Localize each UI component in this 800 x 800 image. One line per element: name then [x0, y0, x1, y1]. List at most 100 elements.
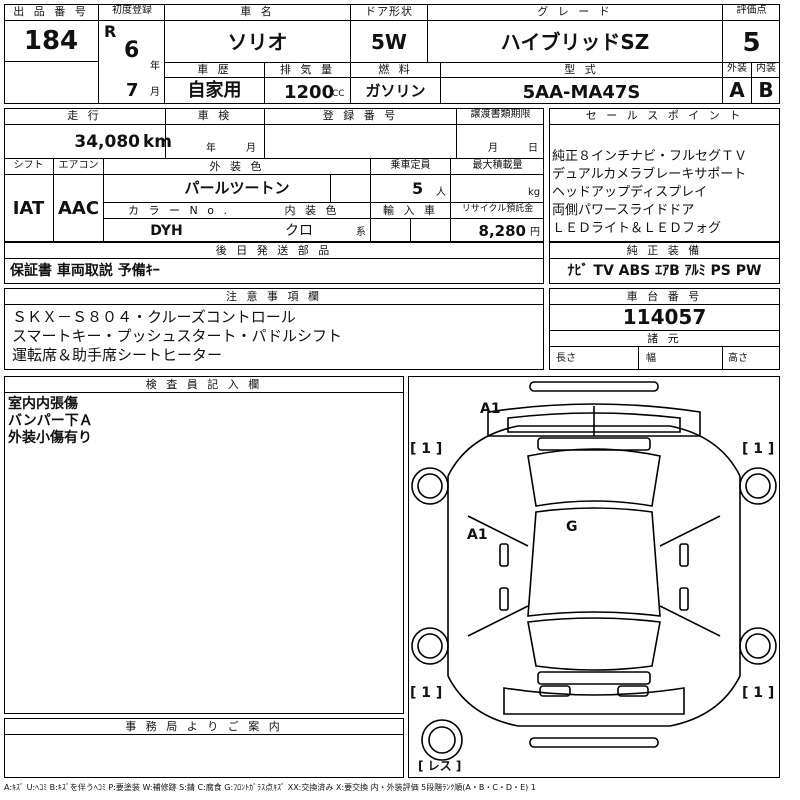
displacement-label: 排 気 量 [280, 63, 335, 76]
sales-point-line: デュアルカメラブレーキサポート [552, 167, 747, 182]
interior-label: 内 装 色 [284, 204, 340, 217]
model-label: 型 式 [564, 63, 599, 76]
ext-label: 外装 [727, 63, 747, 74]
chassis-number: 114057 [622, 305, 707, 329]
inspection-label: 車 検 [197, 109, 233, 122]
capacity: 5 [412, 179, 424, 198]
inspection-month-unit: 月 [246, 143, 256, 154]
score-label: 評価点 [736, 5, 767, 16]
recycle: 8,280 [478, 222, 526, 240]
notes-section [4, 288, 544, 370]
load-label: 最大積載量 [472, 160, 523, 171]
inspector-note-line: 室内内張傷 [8, 396, 78, 412]
car-diagram [411, 381, 777, 761]
history: 自家用 [187, 80, 242, 101]
later-parts-section [4, 242, 544, 284]
mileage: 34,080 [74, 132, 140, 152]
legend: A:ｷｽﾞ U:ﾍｺﾐ B:ｷｽﾞを伴うﾍｺﾐ P:要塗装 W:補修跡 S:錆 … [4, 783, 536, 792]
sales-label: セ ー ル ス ポ イ ン ト [585, 109, 744, 122]
grade-label: グ レ ー ド [537, 5, 613, 18]
int-score: B [758, 78, 774, 102]
inspector-section [4, 376, 404, 714]
color-no: DYH [150, 223, 183, 239]
lot-number: 184 [23, 26, 79, 56]
capacity-unit: 人 [436, 187, 446, 198]
first-reg-label: 初度登録 [112, 5, 152, 16]
length-label: 長さ [556, 353, 576, 364]
door-type: 5W [371, 30, 407, 54]
shift: IAT [12, 198, 45, 219]
shift-label: シフト [13, 160, 44, 171]
door-label: ドア形状 [365, 5, 413, 18]
mileage-unit: km [143, 132, 173, 152]
inspector-note-line: 外装小傷有り [8, 430, 92, 446]
body-color: パールツートン [184, 179, 290, 197]
recycle-label: リサイクル預託金 [461, 204, 534, 214]
notes-lines: ＳＫＸ－Ｓ８０４・クルーズコントロールスマートキー・プッシュスタート・パドルシフ… [12, 308, 540, 365]
ac-label: エアコン [58, 160, 99, 171]
notes-label: 注 意 事 項 欄 [226, 290, 322, 303]
car-name: ソリオ [227, 30, 288, 54]
color-label: 外 装 色 [209, 160, 265, 173]
tire-rear-right: [ 1 ] [742, 685, 775, 701]
sales-point-line: 純正８インチナビ・フルセグＴＶ [552, 149, 748, 164]
diagram-mark-center: G [566, 519, 578, 535]
vehicle-info-section [4, 108, 544, 242]
header-section [4, 4, 780, 104]
history-label: 車 歴 [197, 63, 232, 76]
ext-score: A [729, 78, 745, 102]
name-label: 車 名 [240, 5, 275, 18]
tire-front-right: [ 1 ] [742, 441, 775, 457]
sales-point-line: 両側パワースライドドア [552, 203, 695, 218]
notes-line: ＳＫＸ－Ｓ８０４・クルーズコントロール [12, 308, 296, 326]
color-no-label: カ ラ ー N o . [128, 204, 230, 217]
interior-color: クロ [285, 223, 313, 239]
grade: ハイブリッドSZ [500, 30, 650, 54]
notes-line: スマートキー・プッシュスタート・パドルシフト [12, 327, 343, 345]
mileage-label: 走 行 [67, 109, 102, 122]
era: R [104, 22, 117, 41]
transfer-label: 譲渡書類期限 [470, 109, 531, 120]
ac: AAC [57, 198, 100, 219]
sales-point-line: ＬＥＤライト＆ＬＥＤフォグ [552, 221, 722, 236]
reg-year: 6 [124, 38, 140, 63]
car-diagram-section [408, 376, 780, 778]
office-label: 事 務 局 よ り ご 案 内 [125, 720, 283, 733]
month-unit: 月 [150, 87, 160, 98]
equipment-section [549, 242, 780, 284]
year-unit: 年 [150, 61, 160, 72]
sales-point-line: ヘッドアップディスプレイ [552, 185, 708, 200]
diagram-mark-top: A1 [480, 401, 501, 417]
spare-tire: [ レス ] [418, 759, 462, 773]
fuel-label: 燃 料 [378, 63, 413, 76]
chassis-label: 車 台 番 号 [626, 290, 703, 303]
load-unit: kg [528, 187, 541, 198]
notes-line: 運転席＆助手席シートヒーター [12, 346, 223, 364]
displacement-unit: CC [332, 89, 345, 99]
sales-lines: 純正８インチナビ・フルセグＴＶ デュアルカメラブレーキサポートヘッドアップディスプ… [552, 148, 778, 238]
fuel: ガソリン [365, 82, 426, 100]
tire-rear-left: [ 1 ] [410, 685, 443, 701]
tire-front-left: [ 1 ] [410, 441, 443, 457]
equipment: ﾅﾋﾞ TV ABS ｴｱB ｱﾙﾐ PS PW [567, 263, 762, 279]
chassis-section [549, 288, 780, 370]
later-parts-label: 後 日 発 送 部 品 [215, 244, 333, 257]
int-label: 内装 [756, 63, 776, 74]
displacement: 1200 [284, 82, 335, 103]
equipment-label: 純 正 装 備 [626, 244, 703, 257]
transfer-month-unit: 月 [488, 143, 498, 154]
office-section [4, 718, 404, 778]
height-label: 高さ [728, 353, 748, 364]
score: 5 [742, 28, 761, 58]
inspection-year-unit: 年 [206, 143, 216, 154]
width-label: 幅 [646, 353, 656, 364]
recycle-unit: 円 [530, 227, 540, 238]
reg-month: 7 [126, 80, 139, 101]
inspector-note-line: バンパー下Ａ [8, 413, 93, 429]
transfer-day-unit: 日 [528, 143, 538, 154]
inspector-label: 検 査 員 記 入 欄 [145, 378, 263, 391]
interior-unit: 系 [356, 227, 366, 238]
spec-label: 諸 元 [647, 332, 682, 345]
later-parts: 保証書 車両取説 予備ｷｰ [10, 263, 160, 279]
